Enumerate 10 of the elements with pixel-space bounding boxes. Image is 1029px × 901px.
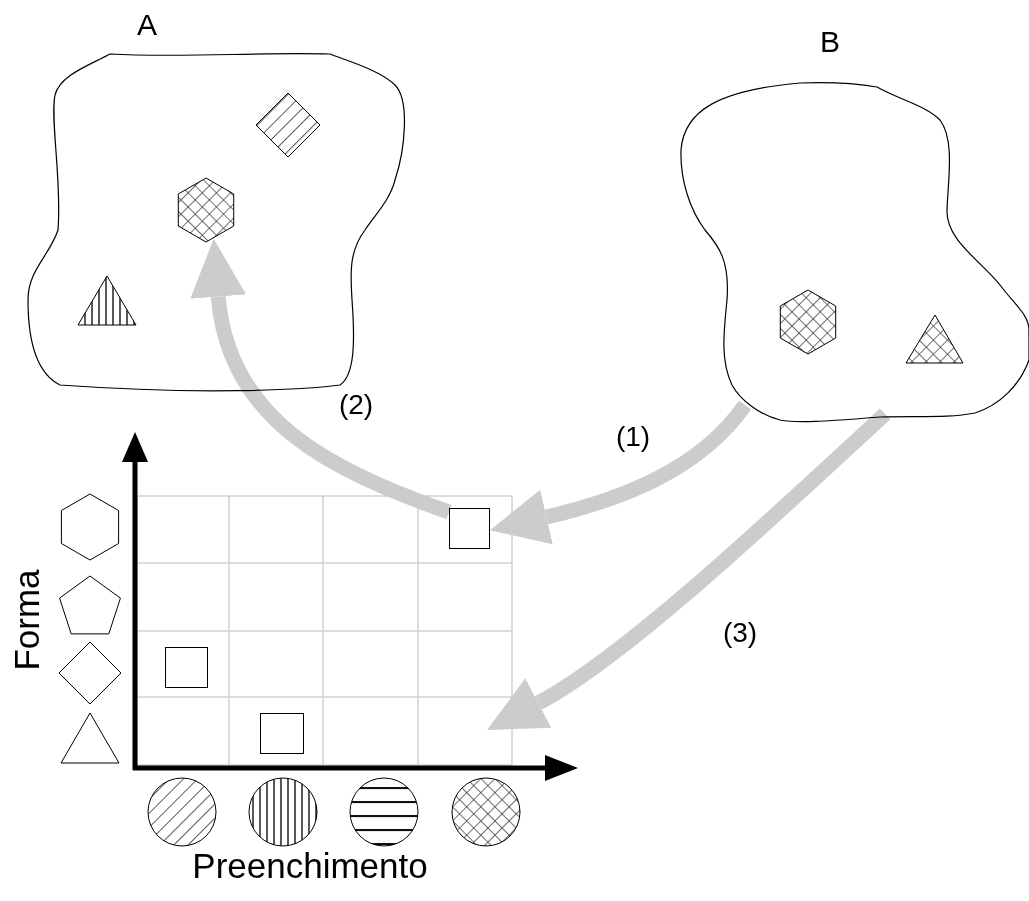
axis-title: Forma: [8, 569, 46, 671]
marker-square: [260, 713, 304, 754]
curved-arrow: [490, 400, 751, 545]
region-label: A: [137, 8, 157, 42]
marker-square: [165, 647, 208, 688]
axis-title: Preenchimento: [192, 847, 428, 885]
curved-arrow: [190, 239, 452, 520]
marker-square: [449, 508, 490, 549]
region-label: B: [820, 25, 840, 59]
curved-arrow: [488, 408, 891, 733]
